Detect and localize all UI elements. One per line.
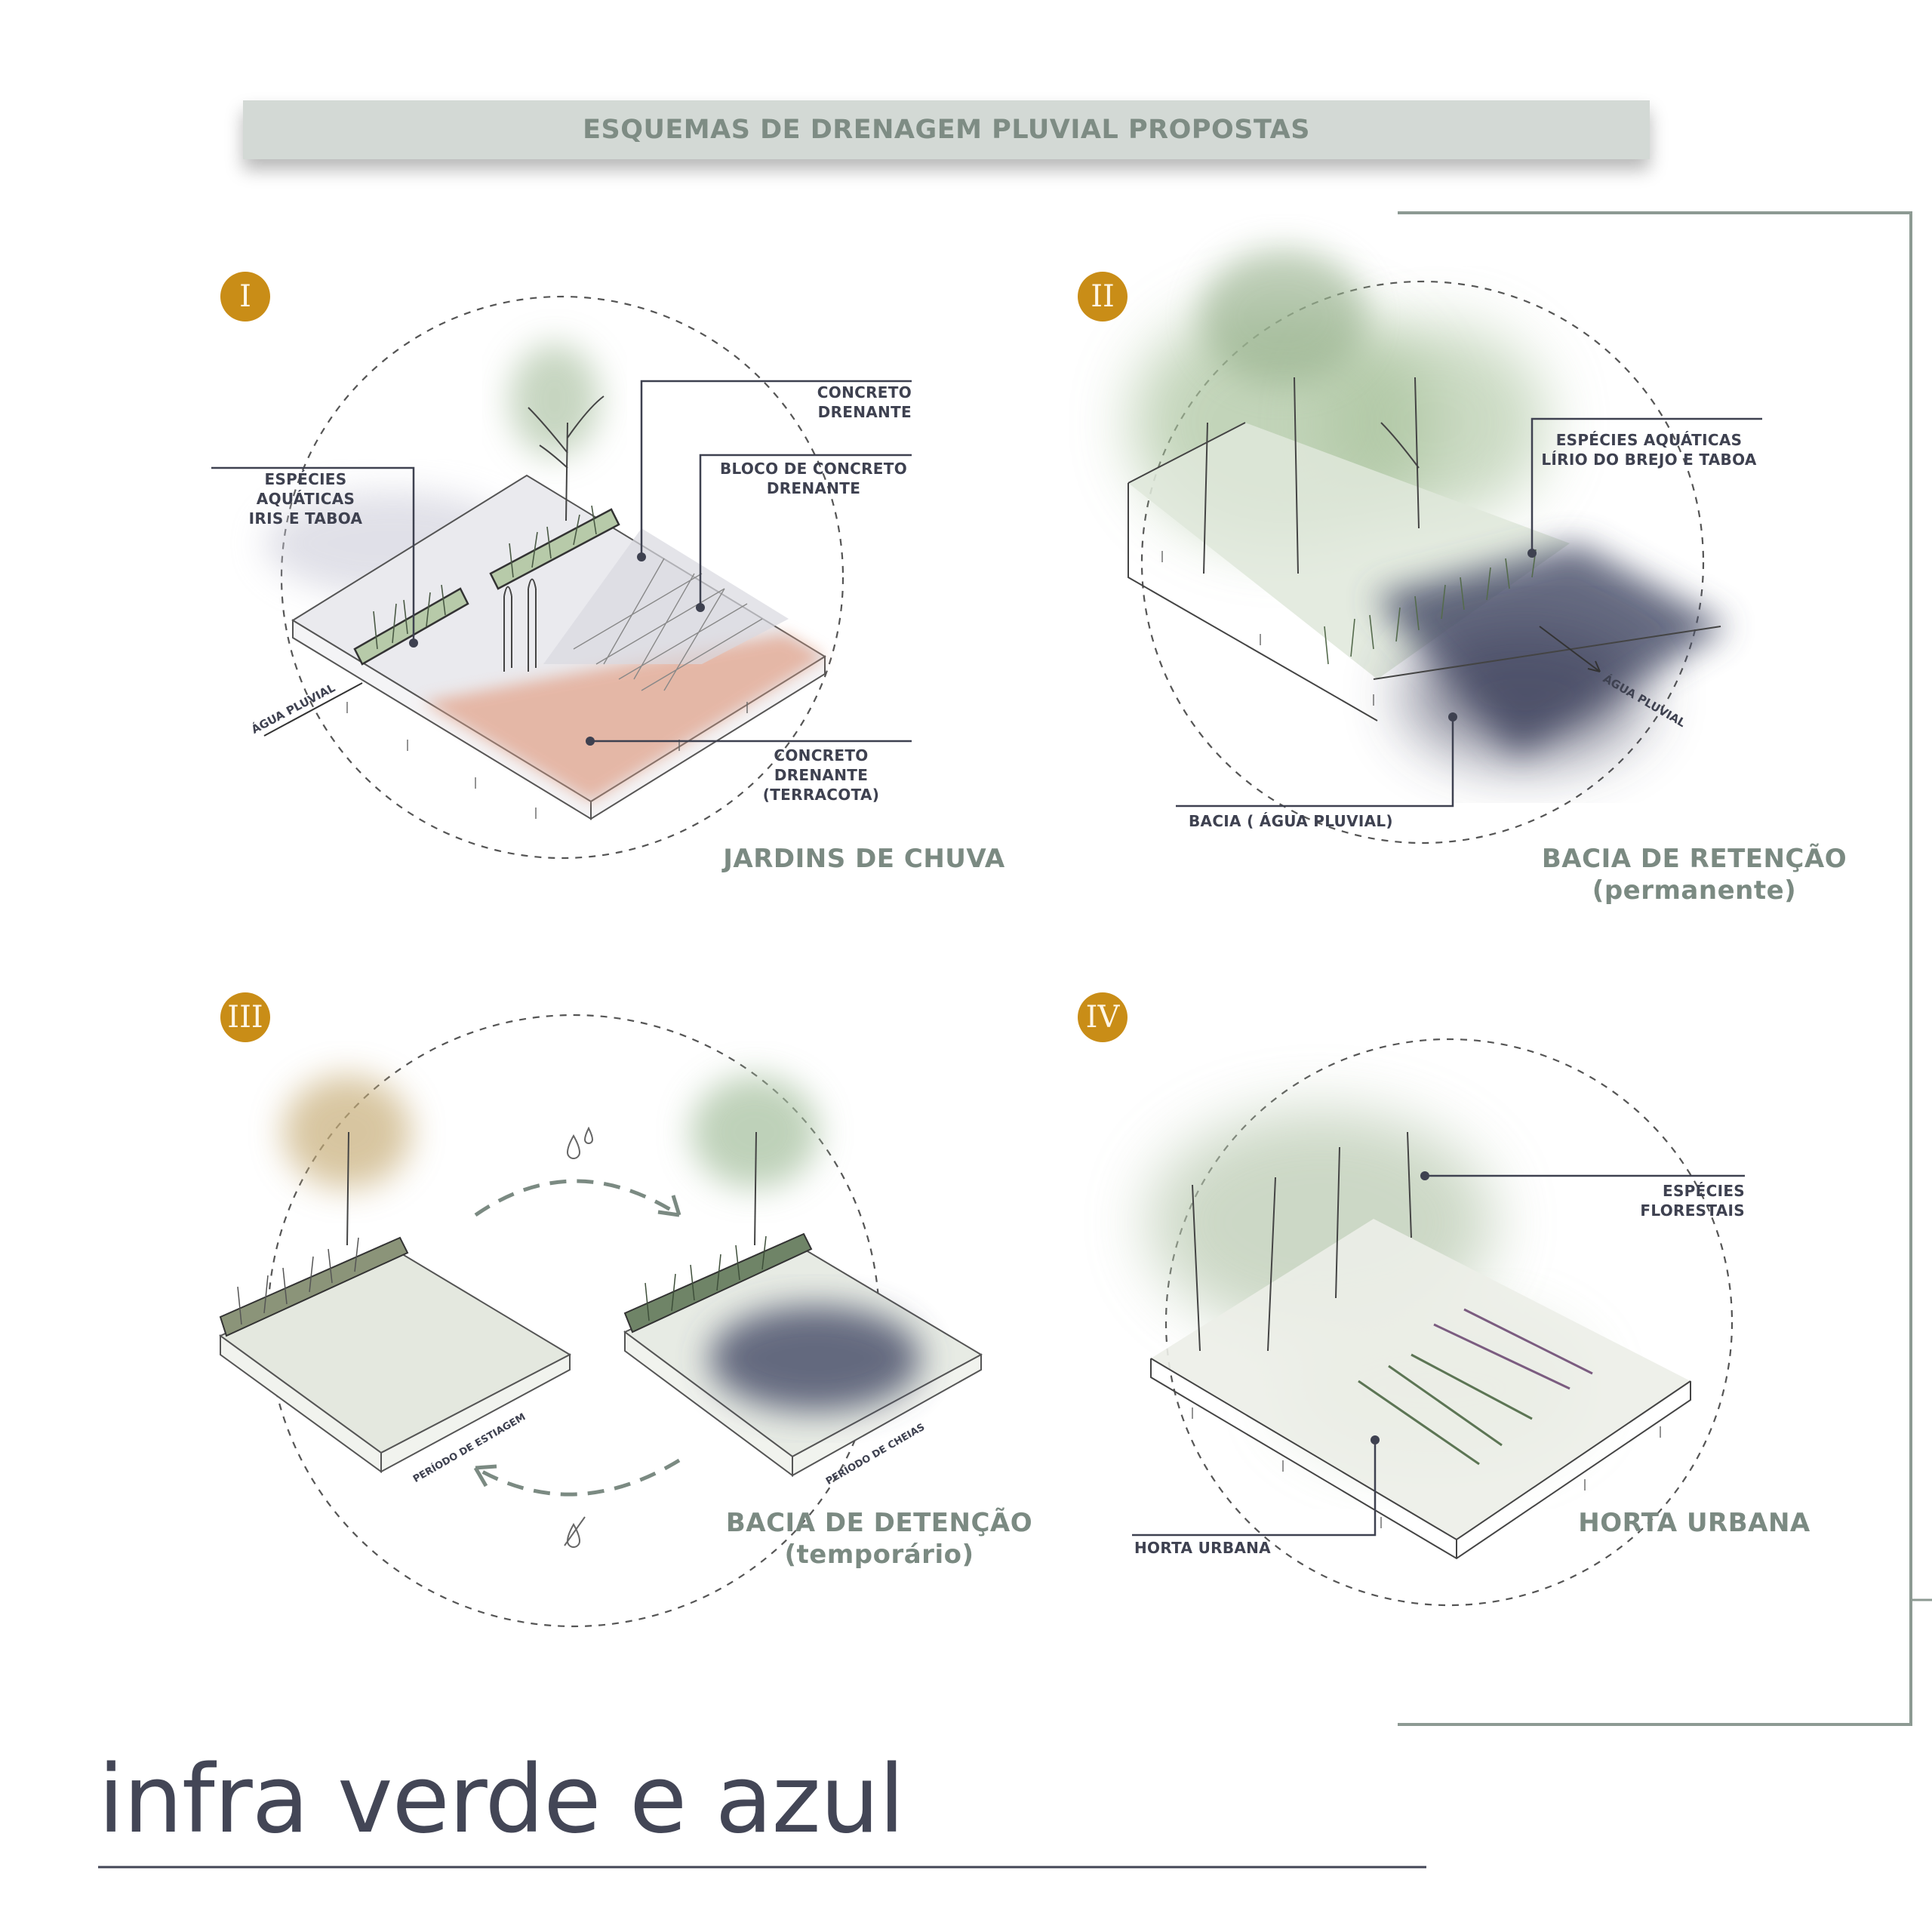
label-concreto-drenante: CONCRETO DRENANTE [817, 383, 912, 421]
panel-2-sketch [1128, 249, 1728, 762]
title-bacia-detencao-sub: (temporário) [784, 1540, 974, 1570]
label-especies-florestais: ESPÉCIES FLORESTAIS [1640, 1182, 1745, 1220]
frame-line [1398, 211, 1912, 1726]
label-bloco-line-1: BLOCO DE CONCRETO [719, 460, 908, 478]
panel-3-sketch [219, 1075, 983, 1548]
label-bloco-concreto: BLOCO DE CONCRETO DRENANTE [715, 459, 912, 498]
title-bacia-detencao-main: BACIA DE DETENÇÃO [725, 1508, 1033, 1538]
dashed-circle-4 [1164, 1038, 1734, 1607]
label-horta-urbana: HORTA URBANA [1134, 1539, 1271, 1557]
title-bacia-retencao: BACIA DE RETENÇÃO (permanente) [1532, 843, 1857, 906]
leader-lines [211, 380, 1762, 1537]
label-terracota-line-2: (TERRACOTA) [762, 786, 880, 804]
label-terracota-line-1: CONCRETO DRENANTE [774, 746, 869, 784]
header-title: ESQUEMAS DE DRENAGEM PLUVIAL PROPOSTAS [583, 115, 1310, 145]
label-especies-line-2: IRIS E TABOA [248, 509, 363, 528]
label-especies-aquaticas-2: ESPÉCIES AQUÁTICAS LÍRIO DO BREJO E TABO… [1536, 430, 1762, 469]
numeral-badge-3: III [220, 992, 270, 1042]
title-horta-urbana: HORTA URBANA [1578, 1508, 1810, 1538]
numeral-badge-2: II [1078, 272, 1128, 321]
title-bacia-detencao: BACIA DE DETENÇÃO (temporário) [717, 1507, 1041, 1571]
panel-1-sketch [263, 343, 826, 820]
label-especies2-line-1: ESPÉCIES AQUÁTICAS [1555, 431, 1743, 449]
label-especies-aquaticas-1: ESPÉCIES AQUÁTICAS IRIS E TABOA [215, 469, 396, 528]
label-bacia-agua-pluvial: BACIA ( ÁGUA PLUVIAL) [1189, 812, 1393, 830]
panel-4-sketch [1147, 1109, 1691, 1560]
footer-title: infra verde e azul [98, 1746, 905, 1854]
numeral-badge-4: IV [1078, 992, 1128, 1042]
label-especies2-line-2: LÍRIO DO BREJO E TABOA [1541, 451, 1757, 469]
label-bloco-line-2: DRENANTE [766, 479, 861, 497]
title-bacia-retencao-sub: (permanente) [1592, 875, 1797, 906]
label-concreto-terracota: CONCRETO DRENANTE (TERRACOTA) [731, 746, 912, 804]
title-bacia-retencao-main: BACIA DE RETENÇÃO [1541, 844, 1847, 874]
dashed-circle-1 [280, 295, 844, 860]
header-banner: ESQUEMAS DE DRENAGEM PLUVIAL PROPOSTAS [243, 100, 1650, 159]
numeral-badge-1: I [220, 272, 270, 321]
label-especies-line-1: ESPÉCIES AQUÁTICAS [256, 470, 355, 508]
title-jardins-de-chuva: JARDINS DE CHUVA [723, 844, 1005, 874]
dashed-circle-2 [1140, 280, 1705, 844]
